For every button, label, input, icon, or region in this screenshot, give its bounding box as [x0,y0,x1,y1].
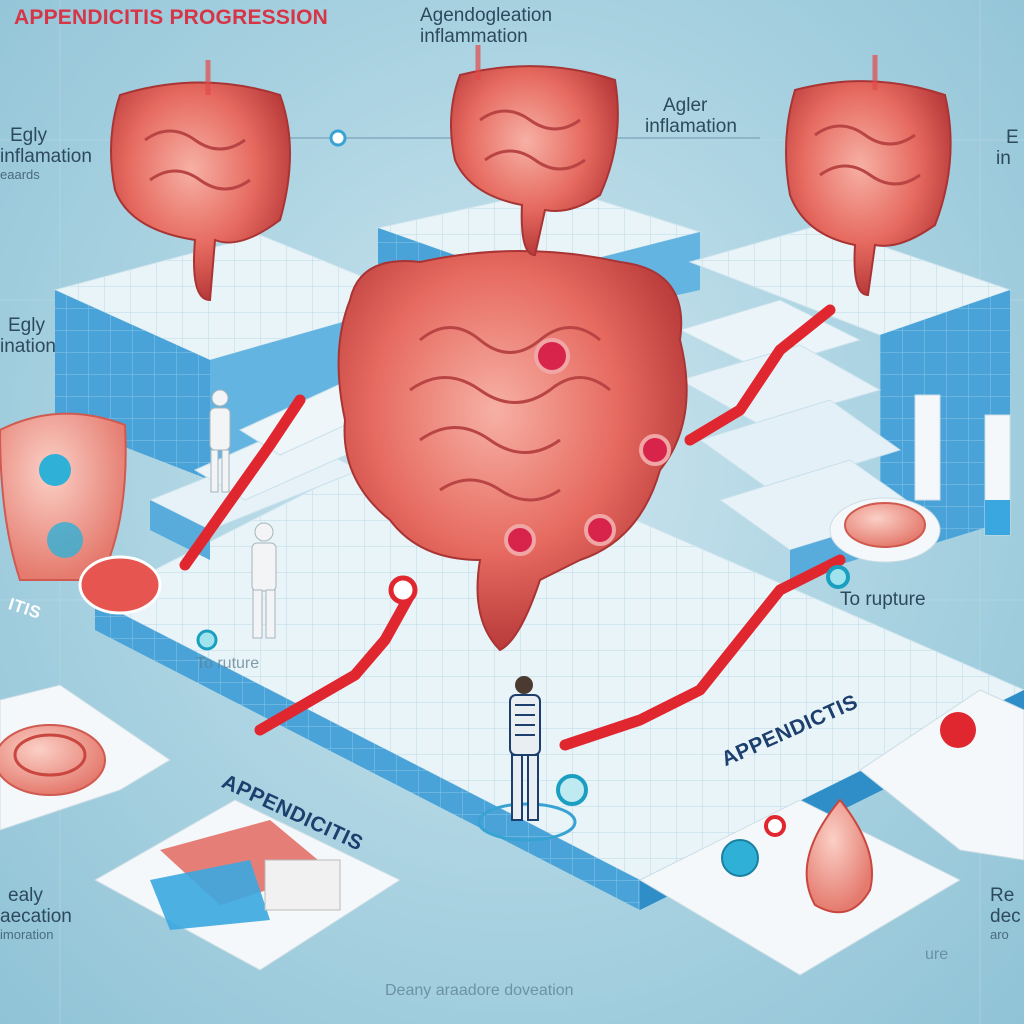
doctor-figure-lower [251,522,277,639]
stage-label-far-right-top-line1: E [1006,127,1019,148]
stage-label-top-center-line1: Agendogleation [420,5,553,26]
stage-label-bottom-right-line2: dec [990,905,1021,927]
right-platform [688,224,1012,560]
stage-label-left-top: Egly inflamation eaards [0,125,92,182]
stage-label-bottom-left-line3: imoration [0,926,54,942]
colon-illustration-right [785,80,952,297]
skeleton-figure [477,676,577,842]
stage-label-bottom-right-line3: aro [990,926,1009,942]
stage-label-bottom-right-line1: Re [990,885,1015,906]
stage-label-left-top-line1: Egly [10,125,47,146]
footer-caption: Deany araadore doveation [385,982,574,999]
to-rupture-label-left: To ruture [196,655,260,672]
stage-label-left-mid-line1: Egly [8,315,45,336]
stage-label-top-right-line2: inflamation [645,115,737,137]
card-right-edge [859,689,1024,861]
card-bottom-left-lower [93,799,402,971]
stage-label-far-right-top: E in [996,127,1019,170]
stage-label-bottom-left-line1: ealy [8,885,43,906]
doctor-figure-upper [209,389,231,493]
marker-dot-left [388,575,418,605]
card-bottom-left-upper [0,684,171,831]
stage-label-left-mid-line2: ination [0,335,56,357]
card-bottom-right [638,798,962,976]
stage-label-bottom-right: Re dec aro [990,885,1021,942]
right-gate-illustration [829,394,1011,563]
left-edge-illustration [0,412,162,615]
stage-label-top-center: Agendogleation inflammation [420,5,553,48]
stage-label-left-top-small: eaards [0,166,40,182]
to-rupture-label-right: To rupture [840,589,926,610]
stage-label-top-right: Agler inflamation [645,95,737,138]
drip-lines [205,45,878,95]
stage-label-left-top-line2: inflamation [0,145,92,167]
blue-ring-token [556,774,588,806]
stage-label-bottom-left-line2: aecation [0,905,72,927]
stage-label-top-center-line2: inflammation [420,25,528,47]
stage-label-top-right-line1: Agler [663,95,708,116]
stage-label-bottom-left: ealy aecation imoration [0,885,72,942]
diagram-title: APPENDICITIS PROGRESSION [14,6,329,29]
stage-label-left-mid: Egly ination [0,315,56,358]
marker-dot-right [826,565,850,589]
progression-path [179,304,846,751]
colon-illustration-center [450,65,619,257]
stage-label-bottom-right-small: ure [925,946,949,963]
colon-illustration-left [110,81,291,302]
central-colon-illustration [337,250,688,652]
stage-label-far-right-top-line2: in [996,147,1011,169]
marker-dot-rupture [196,629,218,651]
